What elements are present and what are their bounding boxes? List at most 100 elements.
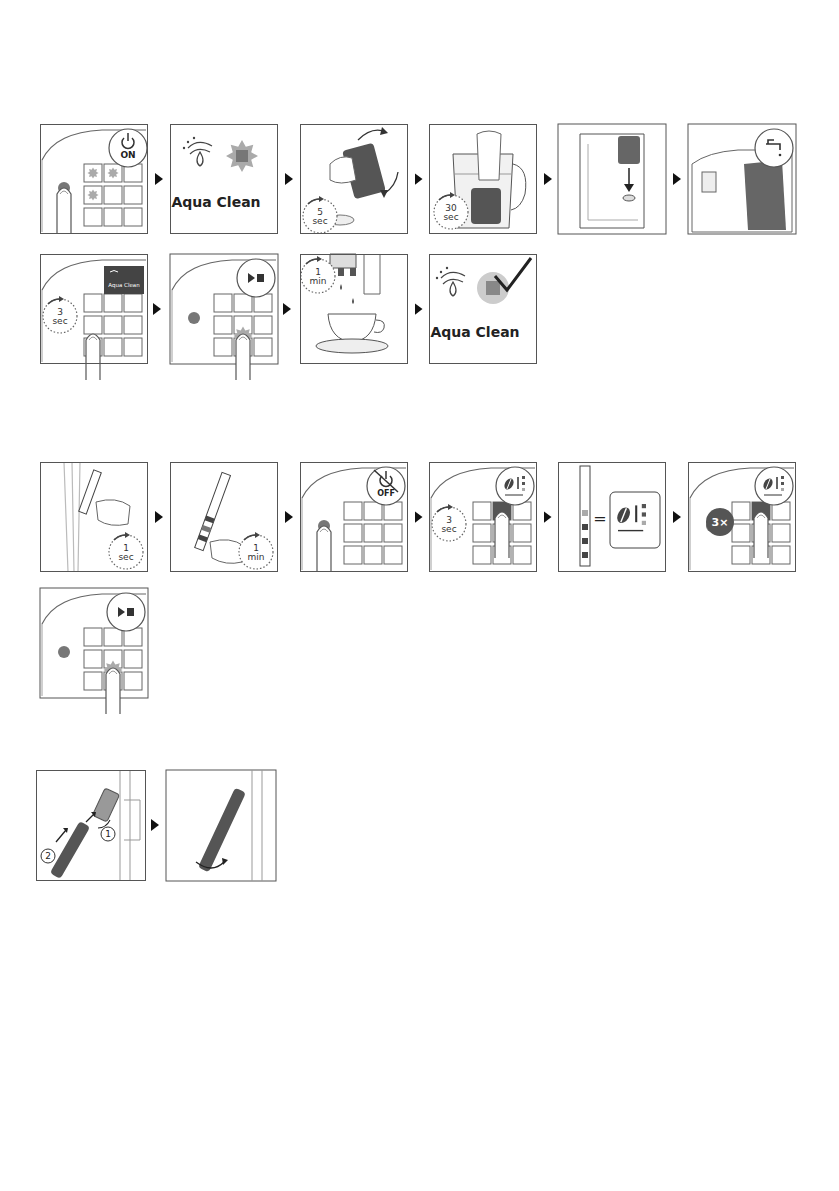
step-art xyxy=(580,466,660,566)
illustration-rect xyxy=(350,268,356,276)
step-panel: 3 sec xyxy=(429,462,537,572)
illustration-use xyxy=(172,260,276,362)
illustration-use xyxy=(301,256,335,293)
illustration-rect xyxy=(104,266,144,294)
step-art xyxy=(195,472,273,569)
illustration-use xyxy=(755,129,793,167)
illustration-use xyxy=(503,476,525,495)
step-art xyxy=(688,124,796,234)
illustration-path xyxy=(328,314,376,342)
step-arrow xyxy=(537,517,558,518)
illustration-path xyxy=(624,184,634,192)
step-text: 3× xyxy=(708,517,732,528)
illustration-circle xyxy=(41,849,55,863)
step-arrow xyxy=(408,517,429,518)
step-text: 30 sec xyxy=(441,204,461,222)
illustration-rect xyxy=(688,124,796,234)
illustration-path xyxy=(222,858,228,865)
illustration-ellipse xyxy=(316,339,388,353)
step-text: 1 min xyxy=(307,268,329,286)
step-panel: 12 xyxy=(36,770,146,881)
step-arrow xyxy=(666,517,688,518)
step-arrow xyxy=(278,517,300,518)
illustration-rect xyxy=(486,281,500,295)
illustration-path xyxy=(120,770,130,880)
illustration-use xyxy=(183,137,212,166)
step-panel: ON xyxy=(40,124,148,234)
illustration-rect xyxy=(198,534,208,542)
illustration-path xyxy=(352,298,354,304)
illustration-use xyxy=(283,303,291,315)
illustration-use xyxy=(434,192,468,229)
illustration-rect xyxy=(582,510,588,516)
illustration-path xyxy=(56,830,66,842)
illustration-rect xyxy=(610,492,660,548)
illustration-use xyxy=(43,296,77,333)
step-panel: 3× xyxy=(688,462,796,572)
step-arrow xyxy=(408,179,429,180)
illustration-use xyxy=(42,594,146,696)
step-text: ON xyxy=(116,151,140,160)
step-panel: Aqua Clean xyxy=(170,124,278,234)
step-text: 5 sec xyxy=(310,208,330,226)
step-art xyxy=(303,127,398,233)
illustration-rect xyxy=(205,516,215,524)
illustration-use xyxy=(690,468,794,570)
step-text: 2 xyxy=(43,852,53,861)
step-panel: 30 sec xyxy=(429,124,537,234)
step-art xyxy=(41,770,140,880)
illustration-rect xyxy=(195,472,231,550)
illustration-path xyxy=(96,500,130,526)
illustration-use xyxy=(495,512,509,558)
illustration-use xyxy=(151,819,159,831)
illustration-use xyxy=(436,267,465,296)
illustration-use xyxy=(109,129,147,167)
illustration-rect xyxy=(170,254,278,364)
step-art xyxy=(170,254,278,380)
illustration-rect xyxy=(201,525,211,533)
illustration-rect xyxy=(702,172,716,192)
illustration-rect xyxy=(236,150,248,162)
illustration-path xyxy=(330,157,356,183)
step-art xyxy=(40,588,148,714)
illustration-path xyxy=(374,470,398,492)
step-text: 1 sec xyxy=(116,544,136,562)
illustration-path xyxy=(744,160,786,230)
step-panel: Aqua Clean xyxy=(429,254,537,364)
step-art xyxy=(42,260,146,380)
illustration-path xyxy=(380,127,388,135)
step-arrow xyxy=(148,179,170,180)
illustration-use xyxy=(107,167,118,178)
illustration-path xyxy=(495,258,531,290)
illustration-path xyxy=(580,134,644,228)
step-text: 3 sec xyxy=(439,516,459,534)
illustration-use xyxy=(118,607,134,617)
illustration-circle xyxy=(101,827,115,841)
illustration-rect xyxy=(558,124,666,234)
illustration-use xyxy=(615,504,646,531)
illustration-path xyxy=(124,800,140,840)
step-text: 1 xyxy=(103,830,113,839)
illustration-path xyxy=(64,462,80,572)
illustration-use xyxy=(755,467,793,505)
step-art xyxy=(558,124,666,234)
step-art xyxy=(166,770,276,881)
step-art xyxy=(690,467,794,570)
step-panel: 5 sec xyxy=(300,124,408,234)
illustration-use xyxy=(106,668,120,714)
illustration-use xyxy=(754,512,768,558)
step-text: OFF xyxy=(373,490,399,498)
step-text: Aqua Clean xyxy=(166,195,266,209)
illustration-path xyxy=(477,131,501,180)
illustration-use xyxy=(153,303,161,315)
illustration-use xyxy=(226,140,258,172)
illustration-circle xyxy=(779,154,782,157)
illustration-path xyxy=(380,190,388,198)
step-text: 1 min xyxy=(245,544,267,562)
illustration-g xyxy=(195,472,231,550)
illustration-path xyxy=(766,140,780,150)
step-text: = xyxy=(593,511,607,527)
illustration-rect xyxy=(40,588,148,698)
illustration-use xyxy=(237,259,275,297)
